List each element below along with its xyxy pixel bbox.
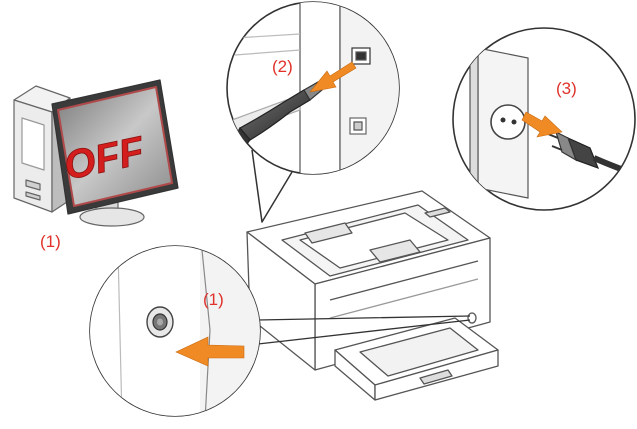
plug-step-label: (3)	[556, 79, 577, 98]
power-press-arrow	[175, 336, 245, 367]
power-button-callout	[89, 245, 471, 417]
wall-socket	[490, 104, 526, 140]
power-plug-callout	[452, 27, 636, 211]
power-step-label: (1)	[203, 290, 224, 309]
usb-callout	[226, 1, 400, 223]
computer	[13, 79, 179, 227]
power-callout-pointer	[257, 315, 471, 345]
paper-tray	[334, 317, 499, 401]
computer-step-label: (1)	[40, 232, 61, 251]
power-cord	[592, 155, 635, 179]
printer	[246, 190, 491, 371]
usb-insert-arrow	[309, 61, 357, 93]
usb-step-label: (2)	[272, 57, 293, 76]
monitor-screen	[57, 86, 173, 207]
plug-insert-arrow	[521, 111, 563, 138]
